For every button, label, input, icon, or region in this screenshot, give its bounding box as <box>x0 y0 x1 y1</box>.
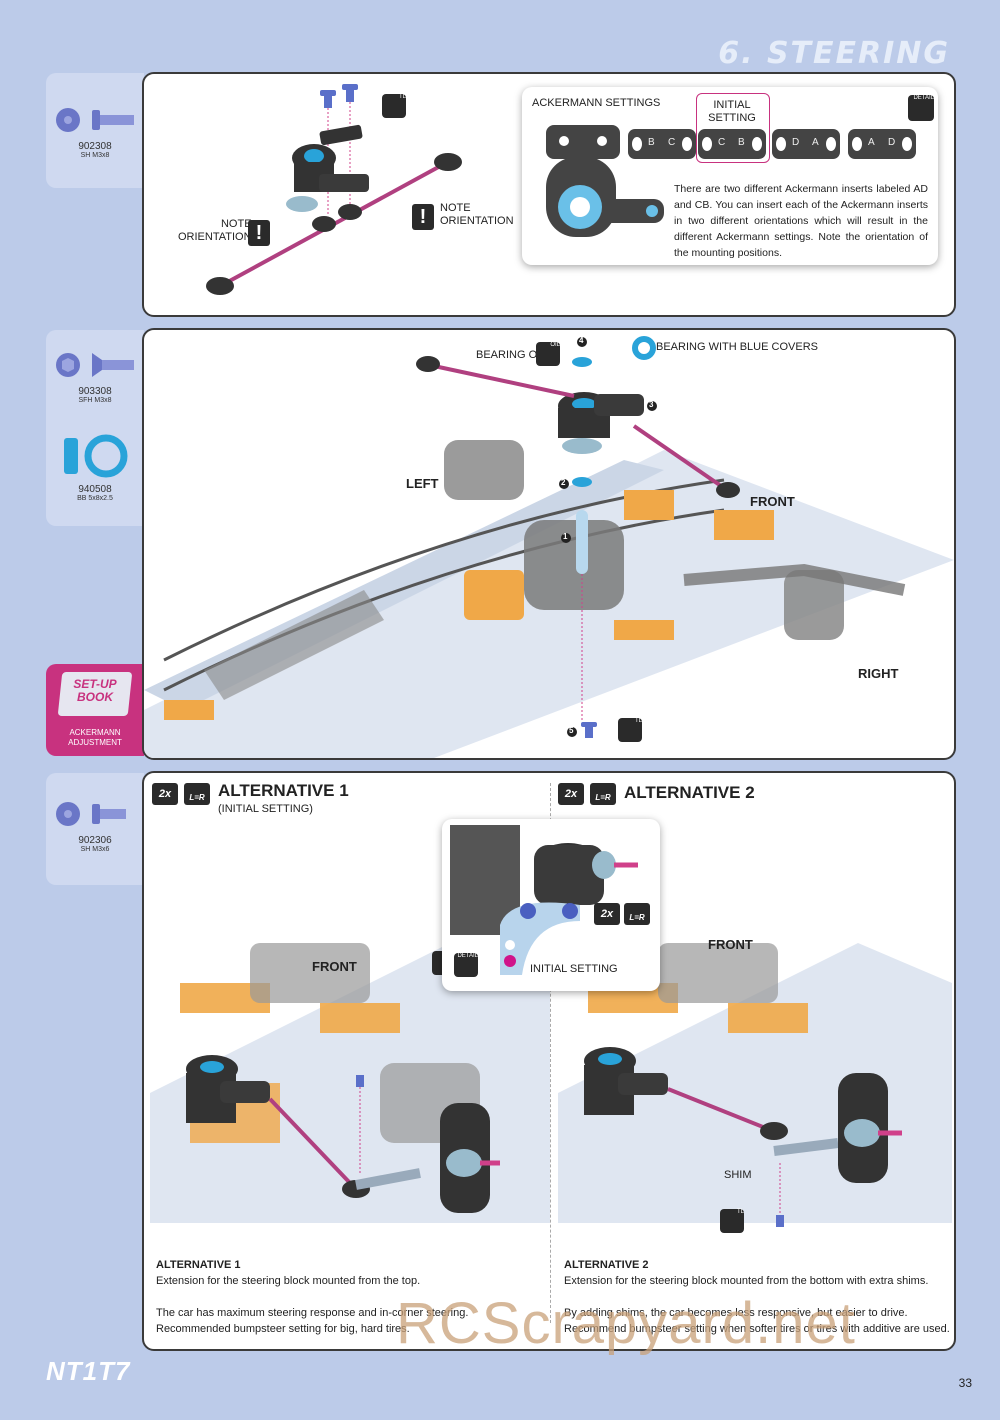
column-divider <box>550 783 551 1323</box>
tool-icon: TL <box>720 1209 744 1233</box>
chassis-assembly-drawing <box>144 336 954 758</box>
quantity-badge: 2x <box>152 783 178 805</box>
shim-label: SHIM <box>724 1169 752 1181</box>
steering-linkage-drawing <box>206 84 462 295</box>
part-desc: SH M3x8 <box>80 152 110 159</box>
setup-line2: BOOK <box>77 690 113 704</box>
part-code: 902308 <box>78 141 112 152</box>
part-code: 902306 <box>78 835 112 846</box>
countersunk-screw-icon <box>56 353 134 377</box>
alt1-caption-title: ALTERNATIVE 1 <box>156 1259 241 1271</box>
step-4: 4 <box>579 336 584 345</box>
setup-line1: SET-UP <box>73 677 117 691</box>
setup-caption: ACKERMANN ADJUSTMENT <box>68 728 122 747</box>
part-code: 903308 <box>78 386 112 397</box>
part-desc: SH M3x6 <box>80 846 110 853</box>
ackermann-title: ACKERMANN SETTINGS <box>532 97 661 109</box>
warning-icon: ! <box>248 220 270 246</box>
part-desc: BB 5x8x2.5 <box>77 495 113 502</box>
steering-block-drawing <box>546 125 664 237</box>
left-right-badge: L=R <box>624 903 650 925</box>
screw-icon <box>56 802 126 826</box>
tool-icon: TL <box>618 718 642 742</box>
front-label: FRONT <box>708 937 753 952</box>
quantity-badge: 2x <box>594 903 620 925</box>
right-label: RIGHT <box>858 666 899 681</box>
note-orientation-right: NOTE ORIENTATION <box>440 202 514 227</box>
setup-book-badge[interactable]: SET-UP BOOK ACKERMANN ADJUSTMENT <box>46 664 144 756</box>
oil-icon: OIL <box>536 342 560 366</box>
alt2-caption-line2: By adding shims, the car becomes less re… <box>564 1307 908 1319</box>
step-5: 5 <box>569 726 574 735</box>
brand-logo: NT1T7 <box>46 1356 131 1386</box>
part-desc: SFH M3x8 <box>78 397 112 404</box>
page-number: 33 <box>958 1376 972 1390</box>
part-code: 940508 <box>78 484 112 495</box>
note-orientation-left: NOTE ORIENTATION <box>178 218 252 243</box>
ackermann-description: There are two different Ackermann insert… <box>674 183 928 259</box>
step-2: 2 <box>561 478 566 487</box>
extension-detail-drawing <box>450 825 638 975</box>
left-right-badge: L=R <box>184 783 210 805</box>
ball-bearing-icon <box>64 434 128 478</box>
left-right-badge: L=R <box>590 783 616 805</box>
initial-setting-label: INITIAL SETTING <box>530 963 618 975</box>
watermark: RCScrapyard.net <box>396 1291 856 1356</box>
front-label: FRONT <box>750 494 795 509</box>
alt2-caption-line1: Extension for the steering block mounted… <box>564 1275 929 1287</box>
alt2-chassis-drawing <box>558 943 952 1227</box>
alt2-caption-title: ALTERNATIVE 2 <box>564 1259 649 1271</box>
tool-icon: TL <box>382 94 406 118</box>
panel-steering-assembly: BEARING OIL OIL BEARING WITH BLUE COVERS… <box>142 328 956 760</box>
alt1-title: ALTERNATIVE 1 <box>218 781 349 800</box>
alt1-caption-line1: Extension for the steering block mounted… <box>156 1275 421 1287</box>
panel-alternatives: 2x L=R ALTERNATIVE 1 (INITIAL SETTING) 2… <box>142 771 956 1351</box>
alt1-chassis-drawing <box>150 943 550 1223</box>
alt2-title: ALTERNATIVE 2 <box>624 783 755 802</box>
initial-setting-label: INITIAL SETTING <box>708 99 756 124</box>
initial-setting-detail: 2x L=R DETAIL INITIAL SETTING <box>442 819 660 991</box>
ackermann-settings-box: ACKERMANN SETTINGS INITIAL SETTING DETAI… <box>522 87 938 265</box>
alt1-subtitle: (INITIAL SETTING) <box>218 803 313 815</box>
bearing-oil-label: BEARING OIL <box>476 349 547 361</box>
quantity-badge: 2x <box>558 783 584 805</box>
front-label: FRONT <box>312 959 357 974</box>
initial-setting-highlight <box>696 93 770 163</box>
warning-icon: ! <box>412 204 434 230</box>
alt1-caption-line3: Recommended bumpsteer setting for big, h… <box>156 1323 410 1335</box>
section-title: 6. STEERING <box>718 36 950 71</box>
alt1-caption-line2: The car has maximum steering response an… <box>156 1307 469 1319</box>
screw-icon <box>56 108 134 132</box>
detail-icon: DETAIL <box>454 953 478 977</box>
left-label: LEFT <box>406 476 439 491</box>
step-1: 1 <box>563 532 568 541</box>
alt2-caption-line3: Recommend bumpsteer setting when softer … <box>564 1323 950 1335</box>
blue-covers-label: BEARING WITH BLUE COVERS <box>656 341 818 353</box>
detail-icon: DETAIL <box>908 95 934 121</box>
step-3: 3 <box>649 400 654 409</box>
